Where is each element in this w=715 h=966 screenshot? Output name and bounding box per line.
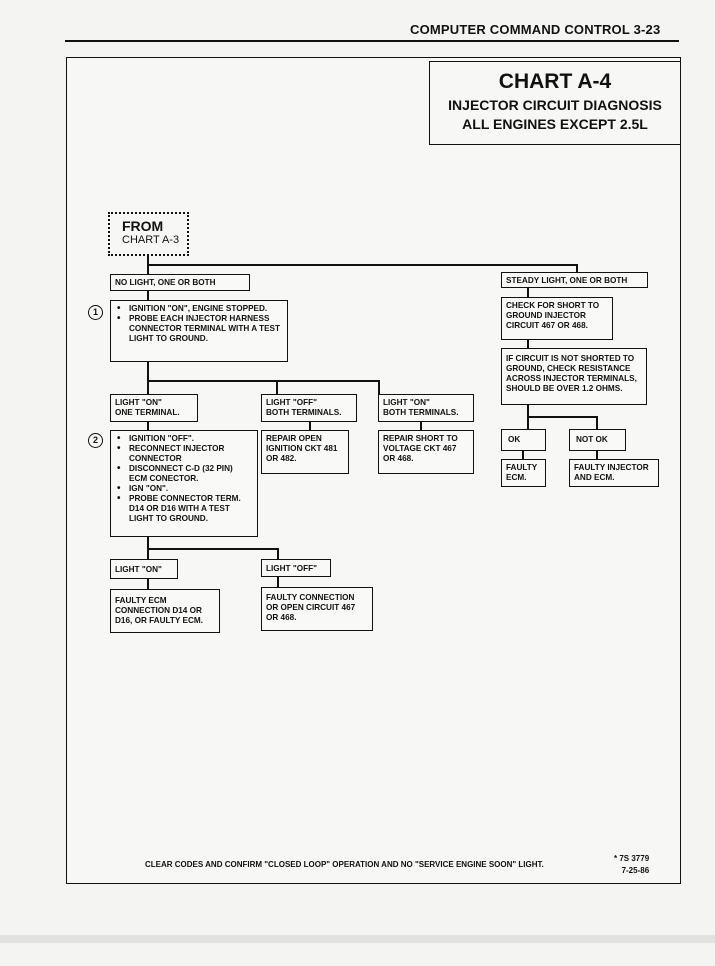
connector <box>527 416 597 418</box>
step2-item: DISCONNECT C-D (32 PIN) ECM CONECTOR. <box>115 464 253 484</box>
step2-item: PROBE CONNECTOR TERM. D14 OR D16 WITH A … <box>115 494 253 524</box>
from-source: CHART A-3 <box>122 234 180 246</box>
connector <box>147 264 577 266</box>
connector <box>147 422 149 430</box>
node-faulty-injector-ecm: FAULTY INJECTOR AND ECM. <box>569 459 659 487</box>
reference-block: * 7S 3779 7-25-86 <box>614 853 649 877</box>
connector <box>147 380 379 382</box>
from-box: FROM CHART A-3 <box>108 212 189 256</box>
node-step1: IGNITION "ON", ENGINE STOPPED. PROBE EAC… <box>110 300 288 362</box>
node-repair-open: REPAIR OPEN IGNITION CKT 481 OR 482. <box>261 430 349 474</box>
node-light-on-one: LIGHT "ON" ONE TERMINAL. <box>110 394 198 422</box>
step-marker-1: 1 <box>88 305 103 320</box>
connector <box>277 577 279 587</box>
node-not-ok: NOT OK <box>569 429 626 451</box>
step1-item: IGNITION "ON", ENGINE STOPPED. <box>115 304 283 314</box>
page-bottom-edge <box>0 935 715 943</box>
connector <box>420 422 422 430</box>
reference-date: 7-25-86 <box>621 866 650 875</box>
node-light-on: LIGHT "ON" <box>110 559 178 579</box>
reference-code: * 7S 3779 <box>614 854 650 863</box>
page-header: COMPUTER COMMAND CONTROL 3-23 <box>410 22 661 37</box>
node-step2: IGNITION "OFF". RECONNECT INJECTOR CONNE… <box>110 430 258 537</box>
node-if-not-shorted: IF CIRCUIT IS NOT SHORTED TO GROUND, CHE… <box>501 348 647 405</box>
connector <box>309 422 311 430</box>
node-light-off-both: LIGHT "OFF" BOTH TERMINALS. <box>261 394 357 422</box>
connector <box>147 579 149 589</box>
light-on-one-line1: LIGHT "ON" <box>115 398 162 407</box>
connector <box>527 340 529 348</box>
node-light-off: LIGHT "OFF" <box>261 559 331 577</box>
node-ok: OK <box>501 429 546 451</box>
light-on-both-line1: LIGHT "ON" <box>383 398 430 407</box>
connector <box>527 287 529 297</box>
connector <box>576 264 578 272</box>
node-faulty-ecm: FAULTY ECM. <box>501 459 546 487</box>
step2-item: IGNITION "OFF". <box>115 434 253 444</box>
footer-note: CLEAR CODES AND CONFIRM "CLOSED LOOP" OP… <box>145 860 544 869</box>
node-light-on-both: LIGHT "ON" BOTH TERMINALS. <box>378 394 474 422</box>
from-label: FROM <box>122 218 164 234</box>
light-off-both-line2: BOTH TERMINALS. <box>266 408 342 417</box>
connector <box>522 451 524 459</box>
chart-subtitle-1: INJECTOR CIRCUIT DIAGNOSIS <box>448 97 662 113</box>
connector <box>378 380 380 394</box>
node-steady-light: STEADY LIGHT, ONE OR BOTH <box>501 272 648 288</box>
light-on-both-line2: BOTH TERMINALS. <box>383 408 459 417</box>
step2-item: RECONNECT INJECTOR CONNECTOR <box>115 444 253 464</box>
light-off-both-line1: LIGHT "OFF" <box>266 398 317 407</box>
connector <box>147 548 278 550</box>
step-marker-2: 2 <box>88 433 103 448</box>
connector <box>147 290 149 300</box>
header-rule <box>65 40 679 42</box>
node-faulty-connection: FAULTY CONNECTION OR OPEN CIRCUIT 467 OR… <box>261 587 373 631</box>
step1-item: PROBE EACH INJECTOR HARNESS CONNECTOR TE… <box>115 314 283 344</box>
connector <box>596 416 598 429</box>
step2-item: IGN "ON". <box>115 484 253 494</box>
connector <box>277 548 279 559</box>
node-repair-short: REPAIR SHORT TO VOLTAGE CKT 467 OR 468. <box>378 430 474 474</box>
connector <box>596 451 598 459</box>
node-no-light: NO LIGHT, ONE OR BOTH <box>110 274 250 291</box>
light-on-one-line2: ONE TERMINAL. <box>115 408 180 417</box>
connector <box>147 362 149 394</box>
chart-subtitle-2: ALL ENGINES EXCEPT 2.5L <box>462 116 648 132</box>
chart-title: CHART A-4 <box>498 70 612 93</box>
node-check-short: CHECK FOR SHORT TO GROUND INJECTOR CIRCU… <box>501 297 613 340</box>
chart-title-box: CHART A-4 INJECTOR CIRCUIT DIAGNOSIS ALL… <box>429 61 681 145</box>
connector <box>276 380 278 394</box>
node-faulty-ecm-connection: FAULTY ECM CONNECTION D14 OR D16, OR FAU… <box>110 589 220 633</box>
